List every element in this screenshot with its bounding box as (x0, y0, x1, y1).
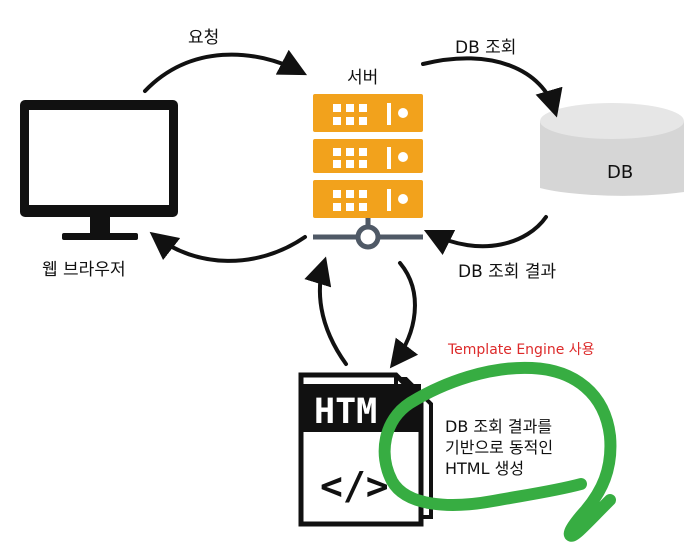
dynamic-html-note-line-2: 기반으로 동적인 (445, 438, 554, 458)
database-label: DB (607, 162, 634, 183)
server-rack (313, 94, 423, 250)
database-cylinder (540, 103, 684, 196)
template-engine-label: Template Engine 사용 (448, 342, 595, 358)
db-query-label: DB 조회 (455, 38, 517, 58)
web-browser-monitor (20, 100, 178, 240)
web-browser-label: 웹 브라우저 (42, 260, 126, 280)
highlight-stroke (378, 361, 617, 542)
db-result-label: DB 조회 결과 (458, 262, 557, 282)
server-label: 서버 (347, 68, 379, 88)
dynamic-html-note-line-1: DB 조회 결과를 (445, 417, 553, 436)
html-file-title: HTM (314, 392, 377, 432)
code-symbol: </> (320, 464, 389, 508)
request-label: 요청 (188, 28, 220, 48)
dynamic-html-note: DB 조회 결과를 기반으로 동적인 HTML 생성 (445, 416, 605, 479)
dynamic-html-note-line-3: HTML 생성 (445, 459, 525, 479)
connector-arrows (143, 49, 563, 369)
